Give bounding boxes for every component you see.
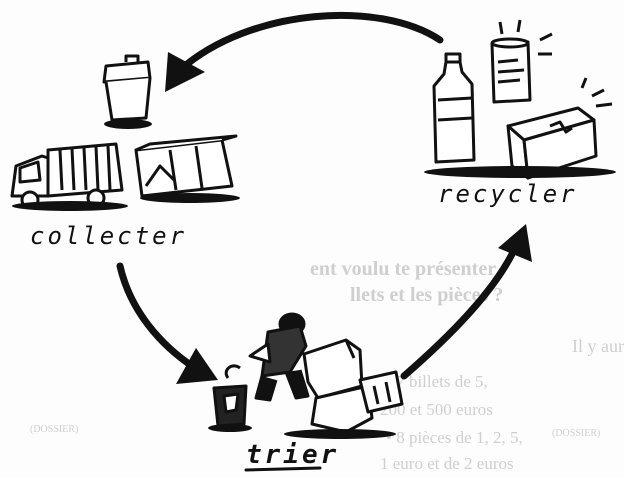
arrow-collect-to-sort (116, 262, 218, 384)
can-icon (490, 19, 553, 104)
bleed-text-1: ent voulu te présenter (310, 258, 497, 280)
stage-label-sort: trier (246, 440, 340, 470)
trash-bin-icon (102, 54, 152, 129)
bleed-text-4: • 7 billets de 5, (386, 372, 488, 391)
garbage-truck-icon (10, 142, 128, 211)
plastic-bottle-icon (432, 52, 476, 164)
bleed-text-8: (DOSSIER) (30, 424, 79, 435)
arrow-recycle-to-collect (165, 11, 444, 92)
bleed-text-7: 1 euro et de 2 euros (380, 454, 514, 473)
bleed-text-2: llets et les pièces ? (350, 284, 504, 306)
arrow-sort-to-recycle (400, 224, 532, 380)
bleed-text-6: • 8 pièces de 1, 2, 5, (386, 428, 523, 447)
stage-label-collect: collecter (30, 222, 188, 250)
bleed-text-3: Il y aura (572, 336, 624, 356)
waste-bags-icon (284, 338, 404, 439)
skip-container-icon (134, 134, 240, 203)
worker-sorting-icon (248, 312, 310, 402)
bleed-text-5: 200 et 500 euros (380, 400, 493, 419)
sort-label-underline (244, 466, 322, 472)
stage-label-recycle: recycler (438, 180, 578, 208)
carton-box-icon (424, 77, 616, 180)
sorting-bin-icon (208, 364, 252, 432)
bleed-text-9: (DOSSIER) (552, 428, 601, 439)
